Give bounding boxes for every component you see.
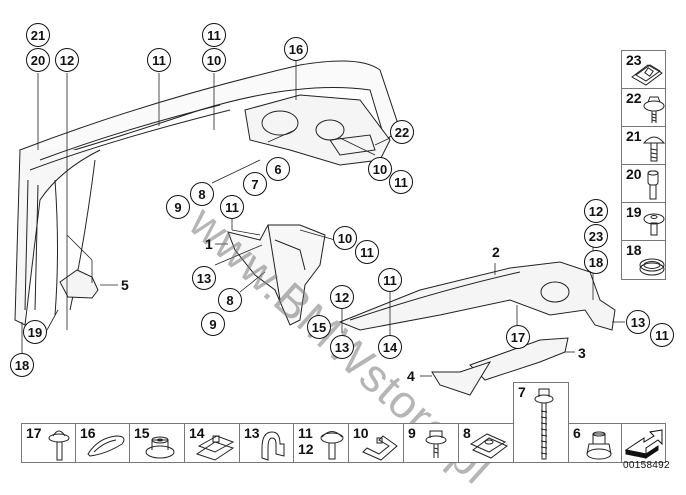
headlight-housing-part	[244, 94, 391, 166]
part-label-1[interactable]: 1	[205, 236, 213, 252]
clip-nut-icon	[195, 435, 235, 461]
clip-nut-icon	[631, 64, 663, 86]
callout-14[interactable]: 14	[378, 335, 402, 359]
callout-20[interactable]: 20	[26, 48, 50, 72]
legend-item-17[interactable]: 17	[21, 423, 76, 463]
round-head-screw-icon	[642, 136, 666, 162]
legend-item-6[interactable]: 6	[568, 423, 622, 463]
grommet-ring-icon	[639, 258, 665, 276]
torx-screw-icon	[643, 213, 665, 236]
callout-11[interactable]: 11	[389, 170, 413, 194]
carrier-part-2	[338, 261, 616, 331]
part-label-3[interactable]: 3	[578, 345, 586, 361]
legend-item-7[interactable]: 7	[513, 382, 569, 463]
clip-nut-icon	[469, 433, 508, 459]
part-label-4[interactable]: 4	[407, 368, 415, 384]
legend-item-21[interactable]: 21	[621, 126, 666, 165]
expansion-nut-icon	[586, 431, 612, 460]
callout-18[interactable]: 18	[10, 353, 34, 377]
hex-nut-with-washer-icon	[145, 436, 175, 459]
callout-21[interactable]: 21	[26, 23, 50, 47]
callout-15[interactable]: 15	[307, 315, 331, 339]
bracket-part-5	[59, 269, 99, 299]
callout-9[interactable]: 9	[166, 195, 190, 219]
callout-11[interactable]: 11	[147, 48, 171, 72]
legend-item-arrow[interactable]	[621, 423, 666, 463]
callout-11[interactable]: 11	[650, 323, 674, 347]
callout-10[interactable]: 10	[202, 48, 226, 72]
callout-13[interactable]: 13	[192, 266, 216, 290]
legend-item-16[interactable]: 16	[75, 423, 130, 463]
callout-9[interactable]: 9	[201, 312, 225, 336]
callout-12[interactable]: 12	[55, 48, 79, 72]
callout-10[interactable]: 10	[368, 157, 392, 181]
callout-10[interactable]: 10	[333, 226, 357, 250]
callout-11[interactable]: 11	[378, 268, 402, 292]
callout-13[interactable]: 13	[626, 310, 650, 334]
legend-item-15[interactable]: 15	[129, 423, 185, 463]
legend-item-20[interactable]: 20	[621, 164, 666, 203]
callout-11[interactable]: 11	[202, 23, 226, 47]
callout-16[interactable]: 16	[284, 37, 308, 61]
part-label-2[interactable]: 2	[492, 244, 500, 260]
screw-with-washer-icon	[48, 430, 70, 461]
leader-lines	[21, 60, 625, 377]
callout-6[interactable]: 6	[266, 157, 290, 181]
socket-bolt-icon	[647, 170, 659, 200]
callout-12[interactable]: 12	[584, 199, 608, 223]
expanding-clip-icon	[87, 435, 125, 457]
legend-item-8[interactable]: 8	[458, 423, 514, 463]
legend-item-23[interactable]: 23	[621, 50, 666, 89]
callout-7[interactable]: 7	[243, 172, 267, 196]
diagram-reference-id: 00158492	[623, 460, 670, 471]
callout-8[interactable]: 8	[190, 182, 214, 206]
long-threaded-bolt-icon	[534, 388, 554, 460]
callout-19[interactable]: 19	[23, 320, 47, 344]
callout-17[interactable]: 17	[506, 325, 530, 349]
callout-22[interactable]: 22	[390, 120, 414, 144]
callout-23[interactable]: 23	[584, 224, 608, 248]
bracket-clamp-icon	[261, 431, 285, 461]
legend-item-14[interactable]: 14	[184, 423, 240, 463]
legend-item-10[interactable]: 10	[348, 423, 404, 463]
bracket-part-1	[227, 224, 326, 326]
round-head-screw-icon	[320, 431, 344, 460]
hex-screw-icon	[425, 430, 447, 458]
direction-arrow-icon	[624, 429, 663, 459]
spring-nut-icon	[362, 435, 398, 461]
legend-item-13[interactable]: 13	[239, 423, 294, 463]
callout-13[interactable]: 13	[330, 335, 354, 359]
support-part-4	[431, 361, 492, 396]
legend-item-19[interactable]: 19	[621, 202, 666, 241]
callout-11[interactable]: 11	[220, 195, 244, 219]
legend-item-18[interactable]: 18	[621, 240, 666, 280]
callout-8[interactable]: 8	[218, 288, 242, 312]
callout-12[interactable]: 12	[330, 285, 354, 309]
callout-18[interactable]: 18	[584, 250, 608, 274]
hex-bolt-icon	[643, 96, 665, 123]
part-label-5[interactable]: 5	[121, 277, 129, 293]
legend-item-11-12[interactable]: 11 12	[293, 423, 349, 463]
legend-item-9[interactable]: 9	[403, 423, 459, 463]
callout-11[interactable]: 11	[355, 240, 379, 264]
legend-item-22[interactable]: 22	[621, 88, 666, 127]
